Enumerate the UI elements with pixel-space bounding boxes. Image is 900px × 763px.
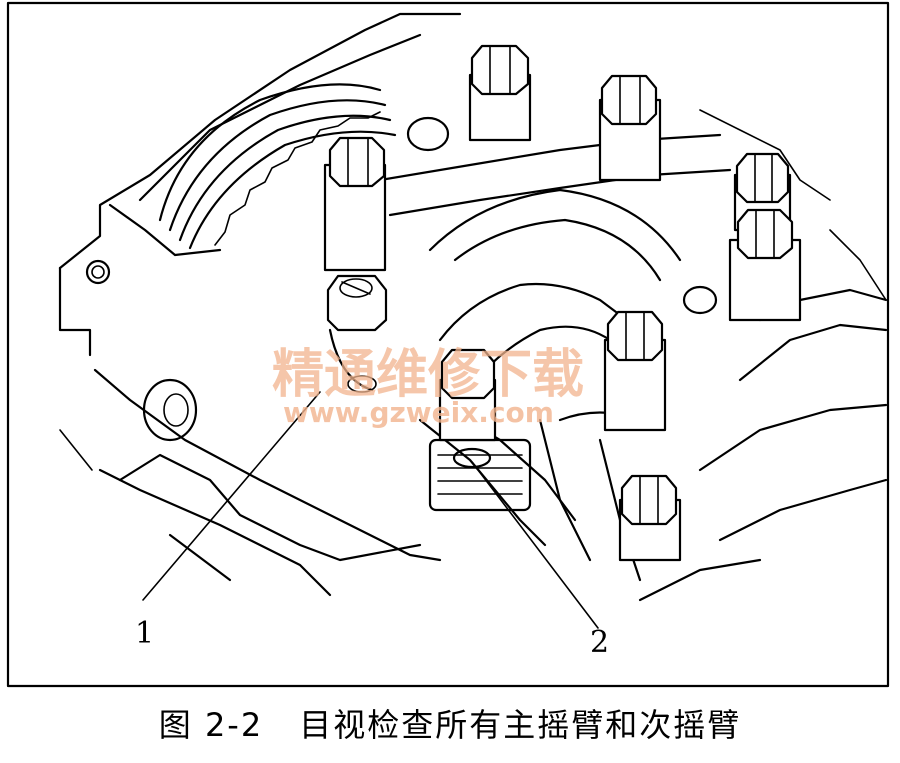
valve-spring — [428, 438, 532, 512]
pivot-boss — [682, 285, 718, 315]
figure-frame — [6, 1, 890, 688]
callout-1-leader — [142, 391, 321, 601]
watermark-text: 精通维修下载 — [272, 345, 584, 405]
callout-2-leader — [471, 461, 599, 629]
caption-text: 目视检查所有主摇臂和次摇臂 — [299, 706, 742, 744]
rocker-shaft — [378, 133, 732, 282]
bolt-5 — [728, 208, 802, 322]
camshaft-sprocket — [158, 83, 397, 250]
mounting-hole — [85, 259, 111, 285]
callout-2-label: 2 — [590, 625, 609, 660]
bolt-6 — [603, 310, 667, 432]
bolt-8 — [438, 348, 497, 442]
bolt-3 — [598, 74, 662, 182]
callout-1-label: 1 — [135, 616, 154, 651]
figure-caption: 图 2-2 目视检查所有主摇臂和次摇臂 — [0, 700, 900, 746]
oil-plug — [142, 378, 198, 442]
watermark-url: www.gzweix.com — [283, 396, 554, 429]
bolt-7 — [618, 474, 682, 562]
bolt-2 — [468, 44, 532, 142]
caption-number: 图 2-2 — [158, 706, 264, 744]
bearing-boss — [406, 116, 450, 152]
bolt-1 — [323, 136, 387, 272]
rocker-adjuster-nut — [326, 274, 388, 393]
